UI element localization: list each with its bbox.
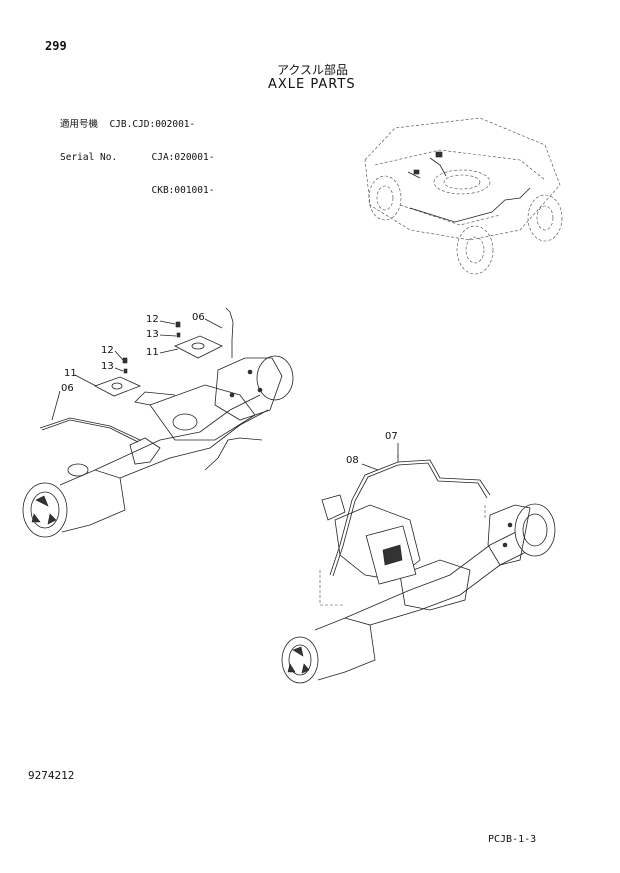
callout-06-upper: 06 (192, 312, 205, 323)
rear-axle-assembly (281, 443, 556, 684)
front-axle-assembly (22, 307, 294, 538)
page-title: AXLE PARTS (268, 77, 356, 92)
page-code: PCJB-1-3 (488, 834, 537, 845)
callout-12-lower: 12 (101, 345, 114, 356)
callout-07: 07 (385, 431, 398, 442)
callout-12-upper: 12 (146, 314, 159, 325)
machine-overview-illustration (364, 117, 563, 275)
callout-13-lower: 13 (101, 361, 114, 372)
callout-08: 08 (346, 455, 359, 466)
serial-line-1: 適用号機 CJB.CJD:002001- (60, 119, 196, 130)
page-title-japanese: アクスル部品 (277, 63, 349, 77)
callout-11-lower: 11 (64, 368, 77, 379)
callout-06-lower: 06 (61, 383, 74, 394)
serial-line-3: CKB:001001- (60, 185, 215, 196)
callout-13-upper: 13 (146, 329, 159, 340)
serial-number-block: 適用号機 CJB.CJD:002001- Serial No. CJA:0200… (60, 97, 214, 207)
callout-11-upper: 11 (146, 347, 159, 358)
page-number: 299 (45, 39, 67, 53)
serial-line-2: Serial No. CJA:020001- (60, 152, 215, 163)
part-number: 9274212 (28, 769, 75, 782)
